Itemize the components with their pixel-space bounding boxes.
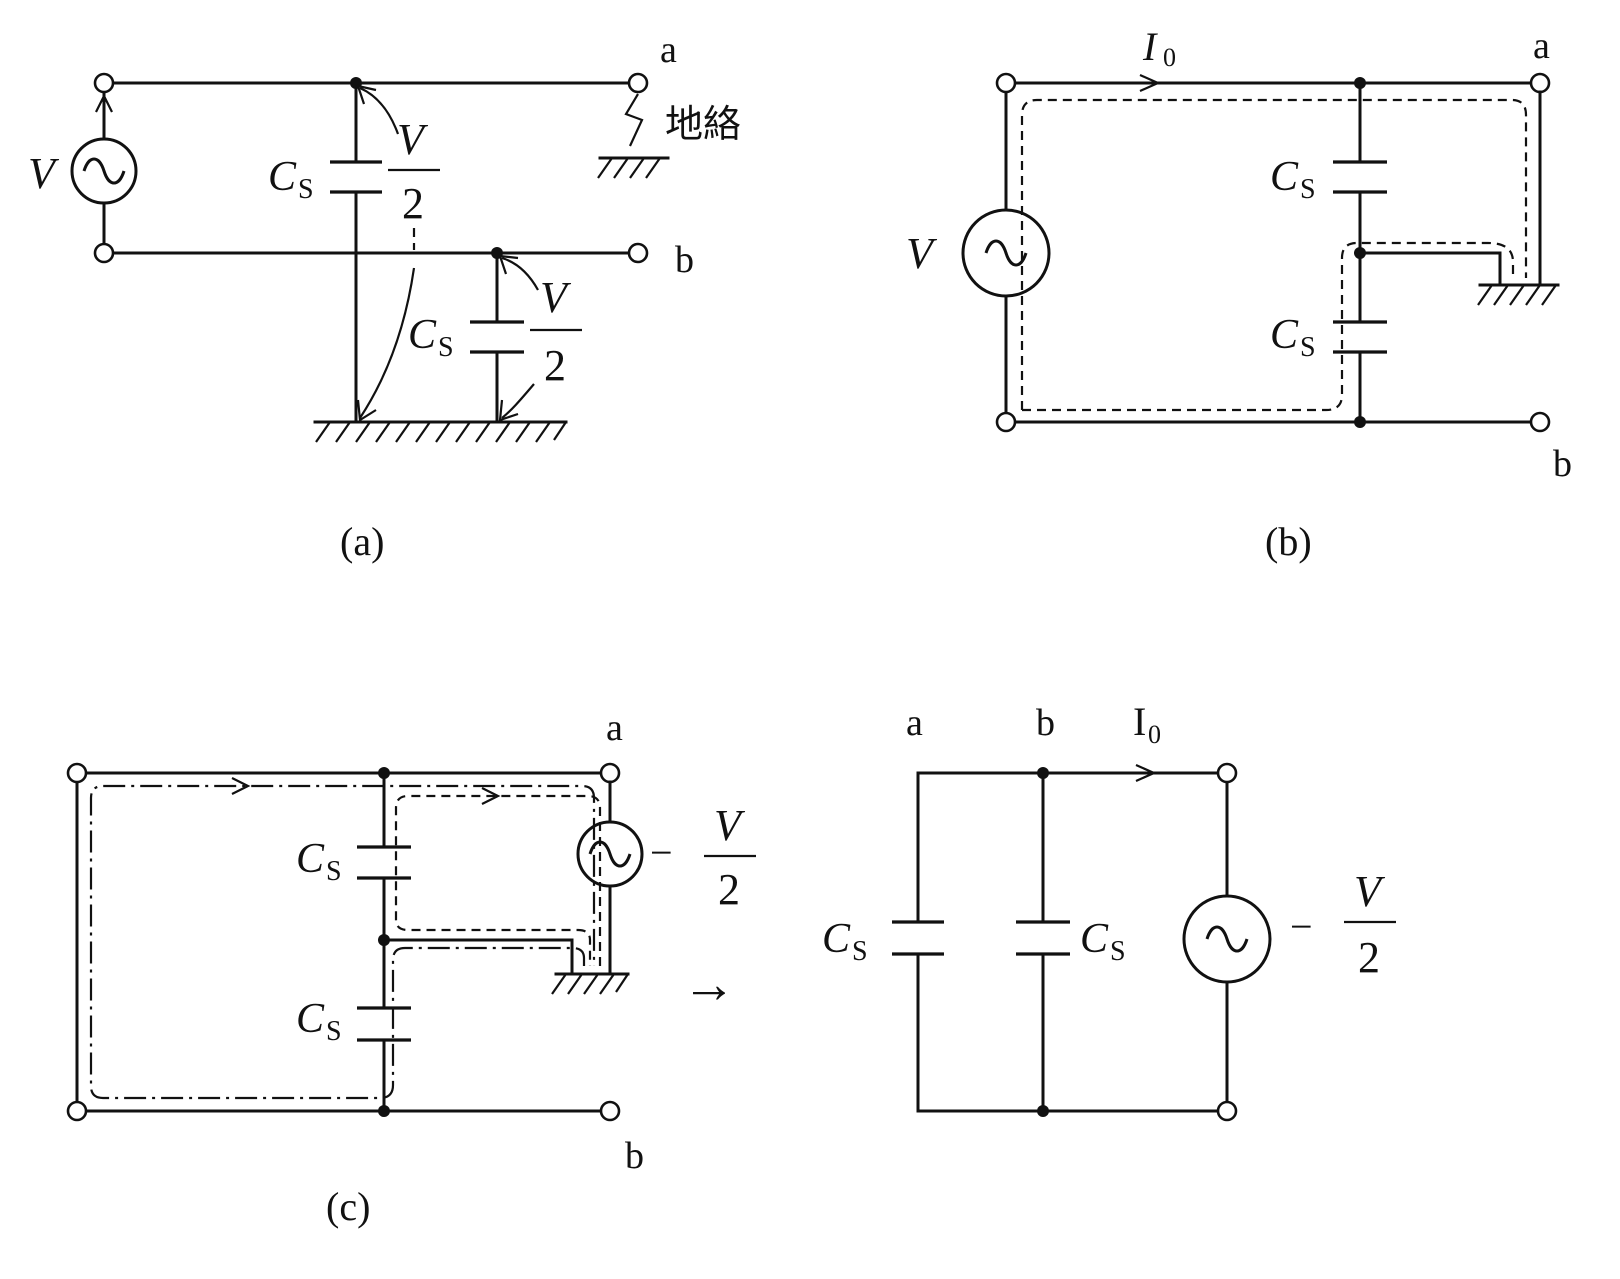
cap-label-sub: S	[298, 174, 314, 205]
cap-label: C	[408, 312, 437, 358]
panel-b: I 0 a b V C S C S (b)	[906, 24, 1572, 564]
panel-c: a b C S C S − V 2 → (c)	[66, 707, 756, 1229]
cap-label: C	[268, 154, 297, 200]
terminal	[93, 72, 115, 94]
caption-a: (a)	[340, 519, 384, 564]
fraction-den: 2	[1358, 933, 1380, 982]
terminal-b	[1529, 411, 1551, 433]
terminal-b	[627, 242, 649, 264]
source-sign: −	[1290, 904, 1313, 949]
terminal-a	[627, 72, 649, 94]
cap-label: C	[1270, 312, 1299, 358]
caption-b: (b)	[1265, 519, 1312, 564]
terminal-a-label: a	[606, 707, 623, 749]
current-label: I	[1142, 24, 1158, 69]
source-sign: −	[650, 830, 673, 875]
fraction-num: V	[1354, 867, 1386, 916]
terminal-a	[599, 762, 621, 784]
panel-equivalent: a b I 0 C S C S − V 2	[822, 699, 1396, 1122]
ground-icon	[315, 421, 567, 443]
terminal-b-label: b	[625, 1135, 644, 1177]
fraction-den: 2	[718, 865, 740, 914]
cap-label-sub: S	[852, 936, 868, 967]
cap-label-sub: S	[326, 856, 342, 887]
terminal	[93, 242, 115, 264]
transform-arrow: →	[682, 954, 736, 1014]
cap-label: C	[1270, 154, 1299, 200]
panel-a: a b V C S V 2 C S V 2 地絡 (a)	[28, 29, 741, 564]
node-b-label: b	[1036, 702, 1055, 744]
fraction-den: 2	[402, 179, 424, 228]
cap-label-sub: S	[1110, 936, 1126, 967]
caption-c: (c)	[326, 1184, 370, 1229]
cap-label-sub: S	[1300, 174, 1316, 205]
terminal-b	[599, 1100, 621, 1122]
current-label: I	[1133, 699, 1146, 744]
terminal-b-label: b	[1553, 443, 1572, 485]
fault-label: 地絡	[665, 102, 741, 146]
fraction-num: V	[714, 801, 746, 850]
source-label: V	[906, 229, 938, 278]
terminal-b-label: b	[675, 239, 694, 281]
terminal-a-label: a	[1533, 25, 1550, 67]
cap-label: C	[1080, 916, 1109, 962]
terminal-a-label: a	[660, 29, 677, 71]
current-label-sub: 0	[1148, 720, 1161, 749]
fraction-den: 2	[544, 341, 566, 390]
cap-label-sub: S	[438, 332, 454, 363]
ground-icon	[551, 973, 629, 995]
cap-label-sub: S	[1300, 332, 1316, 363]
cap-label-sub: S	[326, 1016, 342, 1047]
node-a-label: a	[906, 702, 923, 744]
ground-icon	[1477, 284, 1557, 306]
source-label: V	[28, 149, 60, 198]
fraction-num: V	[540, 273, 572, 322]
cap-label: C	[296, 836, 325, 882]
terminal-a	[1529, 72, 1551, 94]
fraction-num: V	[397, 115, 429, 164]
cap-label: C	[296, 996, 325, 1042]
current-label-sub: 0	[1163, 43, 1176, 72]
fault-icon	[624, 93, 644, 147]
cap-label: C	[822, 916, 851, 962]
